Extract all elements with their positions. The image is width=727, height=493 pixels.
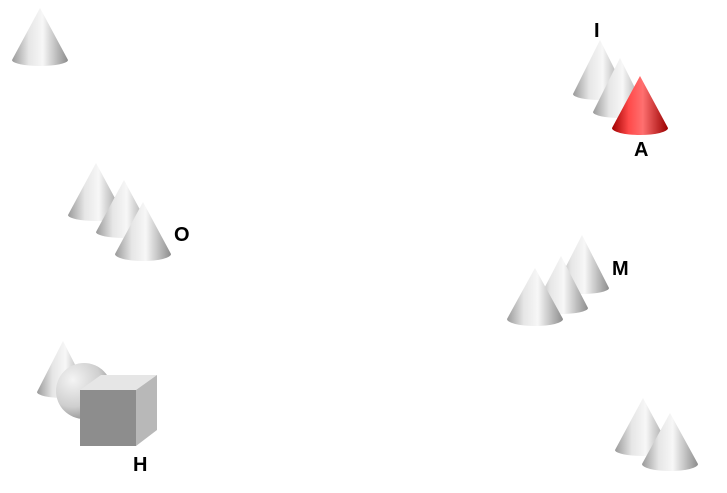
cone-bottom-right-2 — [642, 413, 698, 471]
cone-group-m-3 — [507, 268, 563, 326]
label-o: O — [174, 224, 190, 246]
label-i: I — [594, 20, 600, 42]
cube-group-h — [80, 375, 157, 446]
cone-group-o-3 — [115, 202, 171, 261]
cone-top-left — [12, 8, 68, 66]
label-m: M — [612, 258, 629, 280]
cone-red-a — [612, 76, 668, 135]
label-a: A — [634, 139, 648, 161]
label-h: H — [133, 454, 147, 476]
